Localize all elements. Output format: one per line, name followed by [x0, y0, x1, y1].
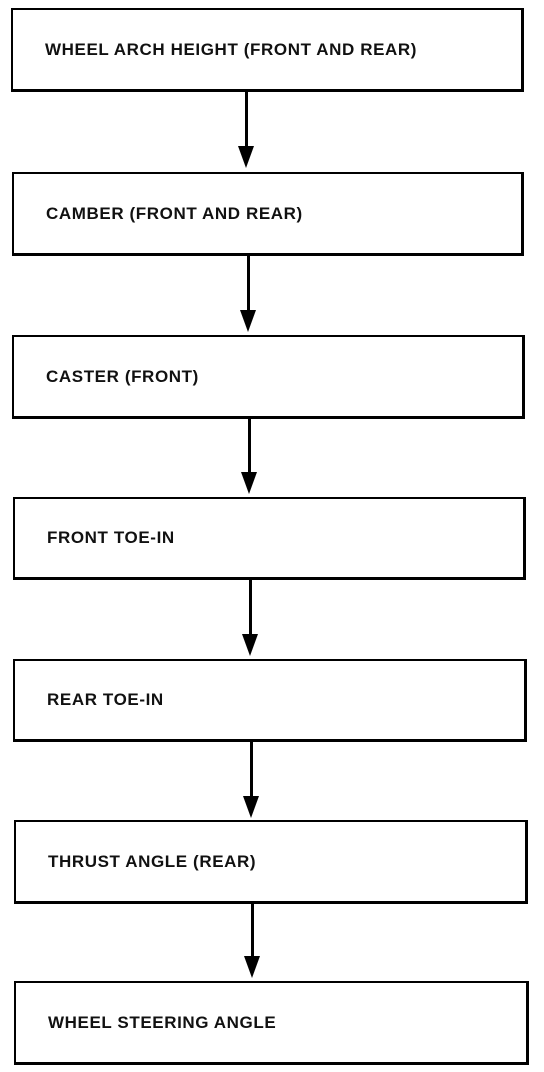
arrowhead-down-icon	[244, 956, 260, 978]
step-box-wheel-arch-height: WHEEL ARCH HEIGHT (FRONT AND REAR)	[11, 8, 524, 92]
step-box-caster: CASTER (FRONT)	[12, 335, 525, 419]
step-label: CASTER (FRONT)	[46, 366, 199, 386]
arrowhead-down-icon	[240, 310, 256, 332]
step-box-thrust-angle: THRUST ANGLE (REAR)	[14, 820, 528, 904]
step-label: WHEEL STEERING ANGLE	[48, 1012, 277, 1032]
connector-line	[248, 419, 251, 475]
step-box-camber: CAMBER (FRONT AND REAR)	[12, 172, 524, 256]
connector-line	[245, 92, 248, 152]
step-label: WHEEL ARCH HEIGHT (FRONT AND REAR)	[45, 39, 418, 59]
step-box-front-toe-in: FRONT TOE-IN	[13, 497, 526, 580]
arrowhead-down-icon	[241, 472, 257, 494]
step-label: REAR TOE-IN	[47, 690, 164, 709]
arrowhead-down-icon	[243, 796, 259, 818]
step-label: CAMBER (FRONT AND REAR)	[46, 203, 303, 223]
step-label: FRONT TOE-IN	[47, 528, 175, 547]
step-box-rear-toe-in: REAR TOE-IN	[13, 659, 527, 742]
connector-line	[250, 742, 253, 800]
step-label: THRUST ANGLE (REAR)	[48, 851, 257, 871]
arrowhead-down-icon	[242, 634, 258, 656]
connector-line	[249, 580, 252, 640]
step-box-wheel-steering-angle: WHEEL STEERING ANGLE	[14, 981, 529, 1065]
arrowhead-down-icon	[238, 146, 254, 168]
connector-line	[251, 904, 254, 960]
connector-line	[247, 256, 250, 316]
